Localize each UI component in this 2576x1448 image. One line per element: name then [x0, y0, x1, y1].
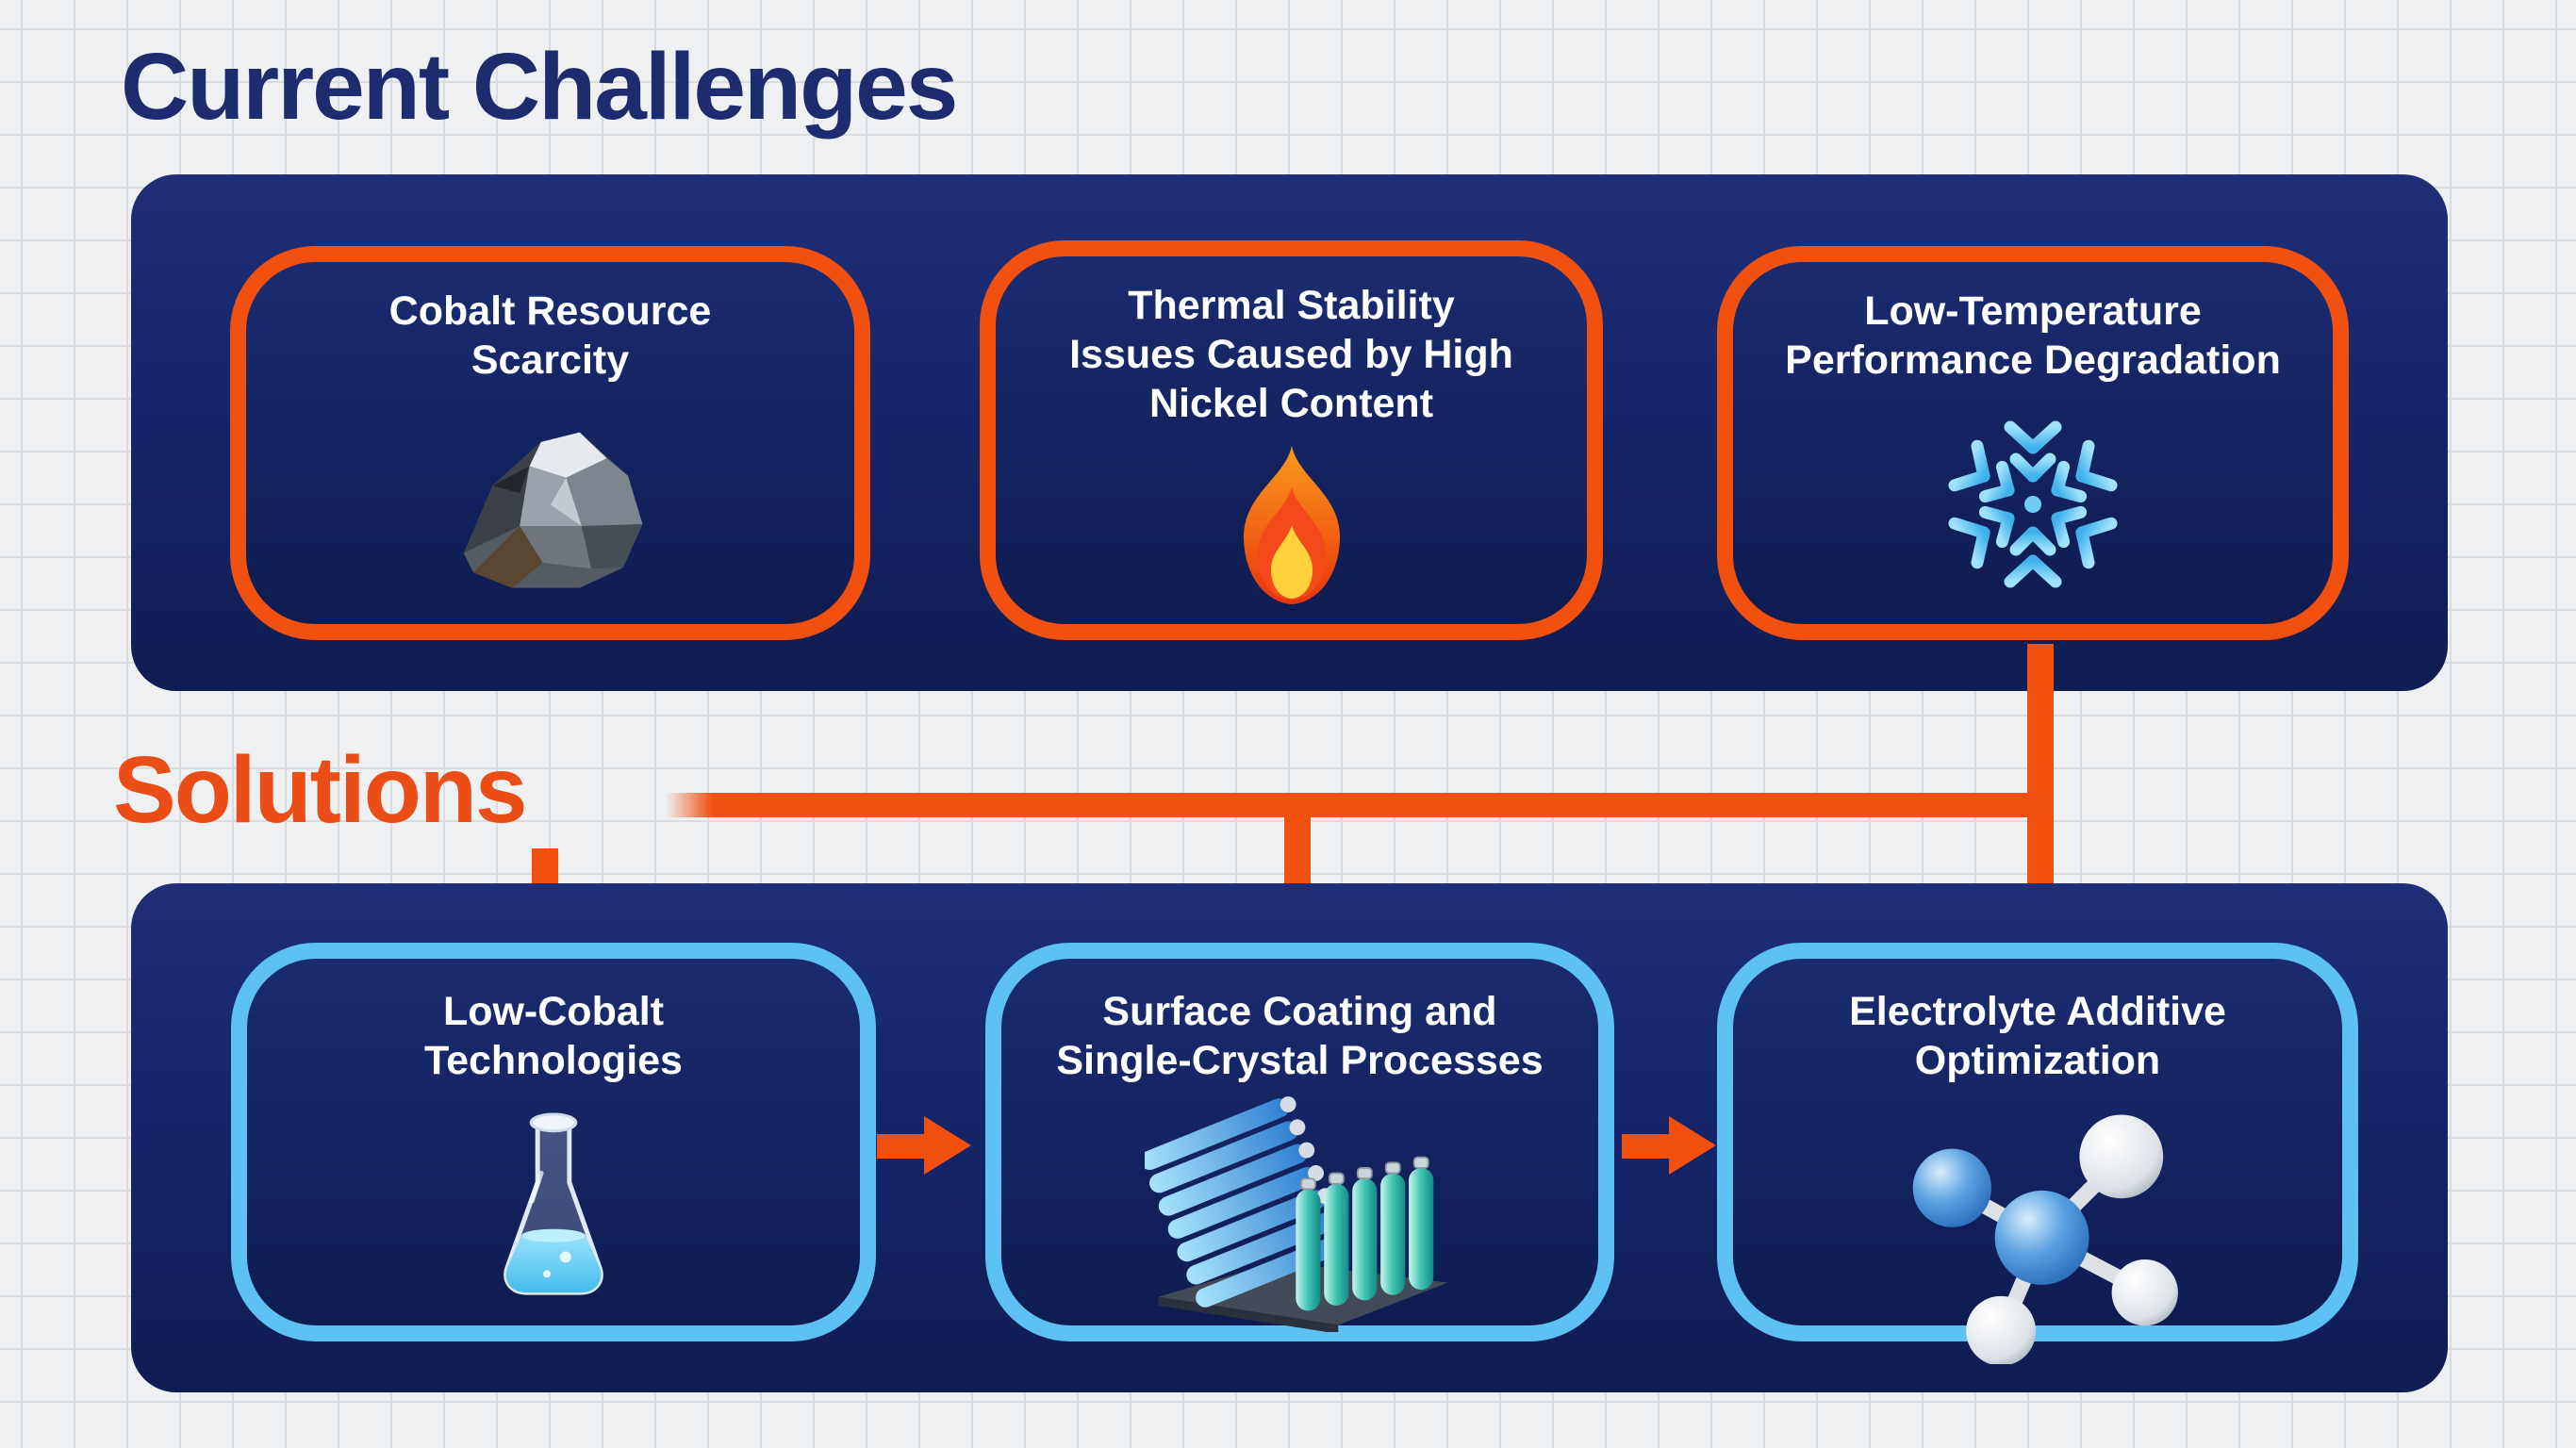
- solution-label: Low-Cobalt Technologies: [424, 989, 683, 1083]
- battery-pack-icon: [1001, 1085, 1598, 1332]
- solution-arrow-2-head: [1669, 1116, 1716, 1175]
- challenge-box-low-temperature: Low-Temperature Performance Degradation: [1717, 246, 2349, 640]
- challenge-label: Thermal Stability Issues Caused by High …: [1069, 283, 1513, 426]
- challenge-box-thermal-stability: Thermal Stability Issues Caused by High …: [980, 240, 1603, 640]
- solution-arrow-1-shaft: [877, 1134, 926, 1159]
- solution-box-surface-coating: Surface Coating and Single-Crystal Proce…: [985, 943, 1614, 1341]
- solution-label: Surface Coating and Single-Crystal Proce…: [1056, 989, 1544, 1083]
- connector-horizontal-line: [666, 793, 2054, 817]
- challenges-panel: Cobalt Resource Scarcity: [131, 174, 2448, 691]
- challenge-label: Low-Temperature Performance Degradation: [1785, 288, 2281, 383]
- solution-box-electrolyte-additive: Electrolyte Additive Optimization: [1717, 943, 2358, 1364]
- flame-icon: [996, 428, 1587, 624]
- solution-box-low-cobalt: Low-Cobalt Technologies: [231, 943, 876, 1341]
- connector-arrow-3-shaft: [2027, 644, 2054, 897]
- solutions-title: Solutions: [113, 737, 528, 843]
- solution-arrow-1-head: [924, 1116, 971, 1175]
- solution-arrow-2-shaft: [1622, 1134, 1671, 1159]
- connector-arrow-2-shaft: [1284, 803, 1311, 897]
- solutions-panel: Low-Cobalt Technologies: [131, 883, 2448, 1392]
- challenges-title: Current Challenges: [121, 34, 958, 140]
- molecule-icon: [1733, 1085, 2342, 1364]
- flask-icon: [247, 1085, 860, 1325]
- cobalt-ore-icon: [246, 385, 854, 624]
- challenge-box-cobalt-scarcity: Cobalt Resource Scarcity: [230, 246, 870, 640]
- challenge-label: Cobalt Resource Scarcity: [388, 288, 712, 383]
- solution-label: Electrolyte Additive Optimization: [1849, 989, 2226, 1083]
- snowflake-icon: [1733, 385, 2333, 624]
